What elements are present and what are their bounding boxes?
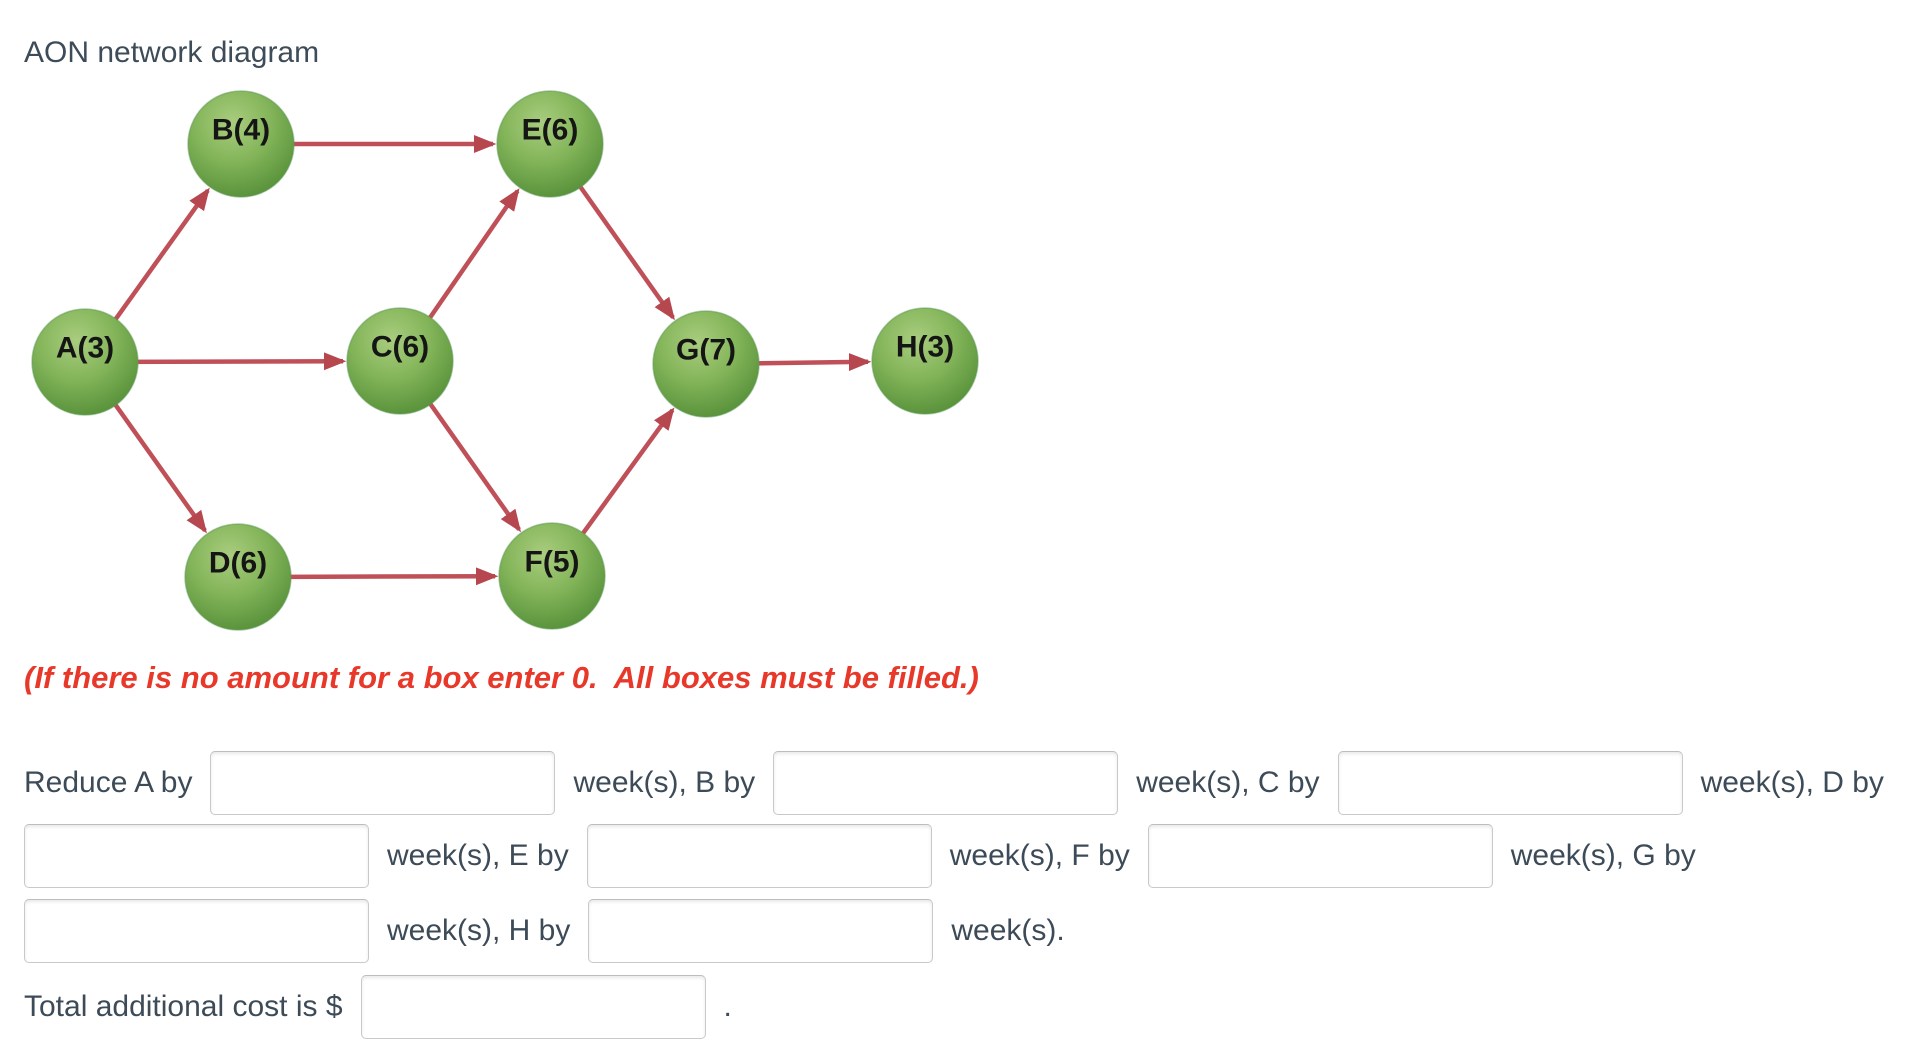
c-by-label: week(s), C by xyxy=(1136,766,1320,799)
node-F: F(5) xyxy=(498,522,606,630)
node-B-label: B(4) xyxy=(212,114,270,147)
node-C-label: C(6) xyxy=(371,331,429,364)
edge-C-F xyxy=(398,359,522,533)
form-row-3: week(s), H by week(s). xyxy=(24,899,1065,963)
a-weeks-input[interactable] xyxy=(210,751,556,815)
edge-C-E xyxy=(398,188,520,363)
b-by-label: week(s), B by xyxy=(573,766,756,799)
instruction-note: (If there is no amount for a box enter 0… xyxy=(24,660,979,695)
total-cost-input[interactable] xyxy=(360,975,706,1039)
node-A: A(3) xyxy=(31,308,139,416)
weeks-end-label: week(s). xyxy=(951,914,1065,947)
total-cost-label: Total additional cost is $ xyxy=(24,990,343,1023)
page-title: AON network diagram xyxy=(24,36,320,69)
node-H-label: H(3) xyxy=(896,331,954,364)
reduce-a-label: Reduce A by xyxy=(24,766,193,799)
d-weeks-input[interactable] xyxy=(24,824,369,888)
edge-F-G xyxy=(550,407,675,578)
form-row-2: week(s), E by week(s), F by week(s), G by xyxy=(24,824,1696,888)
edge-E-G xyxy=(548,142,675,321)
node-A-label: A(3) xyxy=(56,332,114,365)
h-by-label: week(s), H by xyxy=(387,914,571,947)
node-B: B(4) xyxy=(187,90,295,198)
node-D-label: D(6) xyxy=(209,547,267,580)
aon-network-diagram: A(3) B(4) C(6) D(6) E(6) F(5) G(7) H(3) xyxy=(31,90,979,631)
edge-A-C xyxy=(84,352,347,371)
edge-A-B xyxy=(83,187,210,364)
edge-A-D xyxy=(83,360,207,534)
node-G: G(7) xyxy=(652,310,760,418)
e-weeks-input[interactable] xyxy=(586,824,932,888)
f-by-label: week(s), F by xyxy=(949,839,1130,872)
node-E-label: E(6) xyxy=(522,114,579,147)
g-weeks-input[interactable] xyxy=(24,899,369,963)
g-by-label: week(s), G by xyxy=(1510,839,1696,872)
node-G-label: G(7) xyxy=(676,334,736,367)
node-F-label: F(5) xyxy=(525,546,580,579)
edge-G-H xyxy=(705,353,872,372)
f-weeks-input[interactable] xyxy=(1147,824,1493,888)
c-weeks-input[interactable] xyxy=(1337,751,1683,815)
form-row-1: Reduce A by week(s), B by week(s), C by wee… xyxy=(24,751,1884,815)
b-weeks-input[interactable] xyxy=(773,751,1119,815)
d-by-label: week(s), D by xyxy=(1700,766,1884,799)
edge-D-F xyxy=(237,567,499,586)
h-weeks-input[interactable] xyxy=(588,899,934,963)
form-row-4: Total additional cost is $. xyxy=(24,975,732,1039)
node-C: C(6) xyxy=(346,307,454,415)
node-E: E(6) xyxy=(496,90,604,198)
node-D: D(6) xyxy=(184,523,292,631)
e-by-label: week(s), E by xyxy=(387,839,569,872)
node-H: H(3) xyxy=(871,307,979,415)
period-label: . xyxy=(723,990,732,1023)
